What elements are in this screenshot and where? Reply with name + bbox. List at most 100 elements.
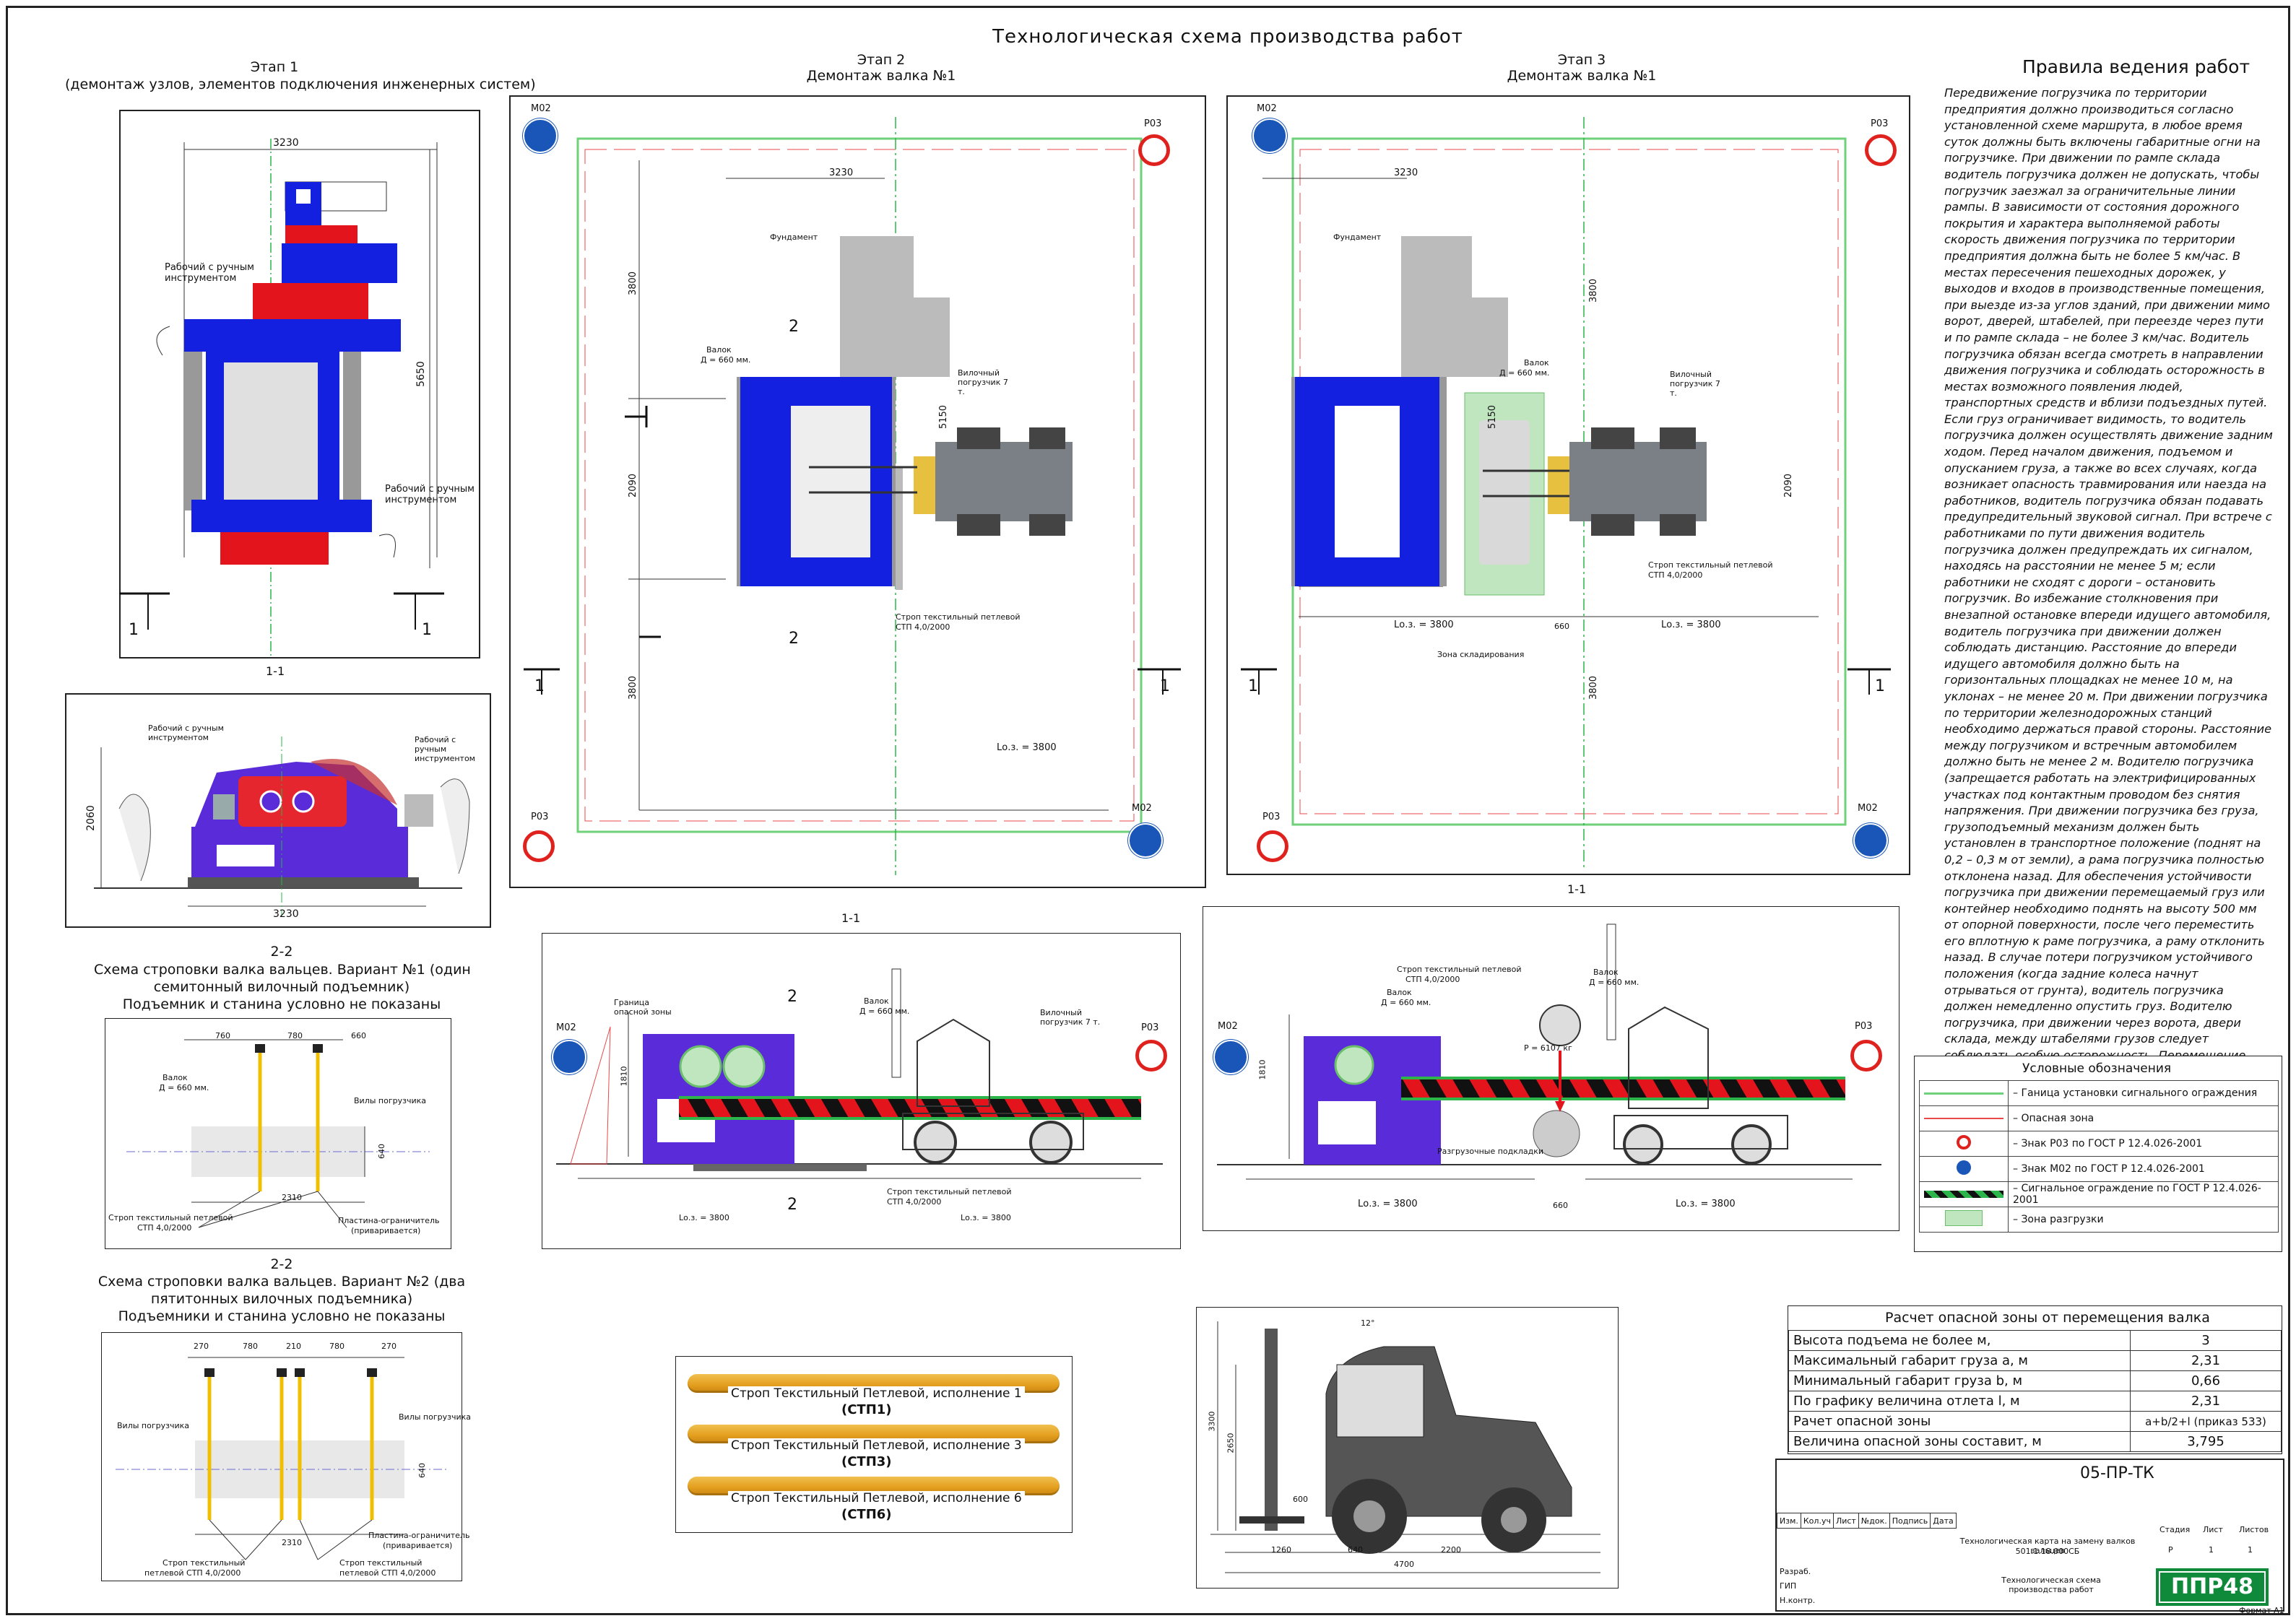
scheme22v2-dim-1: 270: [194, 1342, 209, 1351]
legend-text-signal-fence: – Сигнальное ограждение по ГОСТ Р 12.4.0…: [2008, 1181, 2279, 1207]
calc-label: Минимальный габарит груза b, м: [1788, 1370, 2131, 1391]
calc-title: Расчет опасной зоны от перемещения валка: [1885, 1310, 2210, 1326]
section11-right-sling-top-type: СТП 4,0/2000: [1405, 975, 1460, 984]
legend-text-fence-border: – Ганица установки сигнального ограждени…: [2008, 1080, 2279, 1106]
section11-right-loz-left: Lо.з. = 3800: [1358, 1199, 1418, 1209]
stage1-mark-right: 1: [422, 621, 432, 639]
legend-row-sign-m02: – Знак М02 по ГОСТ Р 12.4.026-2001: [1919, 1156, 2279, 1182]
strap-1-text: Строп Текстильный Петлевой, исполнение 1: [728, 1386, 1025, 1401]
scheme22v1-title3: семитонный вилочный подъемник): [153, 979, 410, 995]
scheme22v1-dim-1: 760: [215, 1031, 230, 1040]
stage3-sling: Строп текстильный петлевой: [1648, 560, 1773, 570]
section11-mid-sign-p03-label: Р03: [1141, 1022, 1159, 1033]
strap-6-code: (СТП6): [841, 1507, 892, 1522]
stage2-dim-left3: 3800: [628, 675, 639, 700]
stamp-sheet-name: Технологическая схема производства работ: [2001, 1576, 2101, 1594]
calc-value: 3: [2130, 1330, 2282, 1351]
section11-right-label: 1-1: [1567, 882, 1587, 896]
legend-row-sign-p03: – Знак Р03 по ГОСТ Р 12.4.026-2001: [1919, 1131, 2279, 1157]
stamp-role-dev: Разраб.: [1780, 1567, 1811, 1576]
legend-title: Условные обозначения: [2022, 1061, 2172, 1076]
calc-table: Высота подъема не более м,3 Максимальный…: [1788, 1330, 2282, 1452]
stage2-roll-d: Д = 660 мм.: [701, 355, 751, 365]
legend-row-danger-zone: – Опасная зона: [1919, 1105, 2279, 1131]
section11-right-roll2-d: Д = 660 мм.: [1589, 978, 1639, 987]
strap-1-code: (СТП1): [841, 1402, 892, 1417]
legend-text-sign-p03: – Знак Р03 по ГОСТ Р 12.4.026-2001: [2008, 1131, 2279, 1157]
scheme22v2-sling-left-type: петлевой СТП 4,0/2000: [144, 1568, 241, 1578]
calc-value: 2,31: [2130, 1391, 2282, 1412]
section11-right-dim-h: 1810: [1257, 1059, 1268, 1080]
scheme22v2-dim-2: 780: [243, 1342, 258, 1351]
stage1-dim-height: 5650: [415, 361, 427, 387]
scheme22v2-dim-3: 210: [286, 1342, 301, 1351]
stage2-mark1-left: 1: [534, 677, 545, 695]
section11-right-drawing: [1217, 924, 1881, 1180]
stage3-roll: Валок: [1524, 358, 1549, 368]
section11-right-dim-660: 660: [1553, 1201, 1568, 1210]
stage3-sign-m02-bottom: [1853, 823, 1888, 858]
stage2-mark2-top: 2: [789, 318, 799, 336]
forklift-dim-lift: 600: [1293, 1495, 1308, 1504]
no-entry-sign-icon: [1957, 1135, 1971, 1150]
scheme22v2-title1: 2-2: [270, 1256, 293, 1272]
stage1-section-label: 1-1: [266, 664, 285, 678]
legend-text-sign-m02: – Знак М02 по ГОСТ Р 12.4.026-2001: [2008, 1156, 2279, 1182]
stage2-sign-m02-label: М02: [531, 103, 551, 114]
stage2-sling: Строп текстильный петлевой: [896, 612, 1021, 622]
stage1-subtitle: (демонтаж узлов, элементов подключения и…: [65, 77, 536, 92]
scheme22v1-roll: Валок: [163, 1073, 188, 1082]
stamp-doc-code: 501.1.18.000СБ: [2015, 1547, 2080, 1556]
legend-row-signal-fence: – Сигнальное ограждение по ГОСТ Р 12.4.0…: [1919, 1181, 2279, 1207]
section11-mid-sling: Строп текстильный петлевой: [887, 1187, 1012, 1196]
section11-right-sign-p03-label: Р03: [1855, 1021, 1873, 1032]
section11-right-sling-top: Строп текстильный петлевой: [1397, 965, 1522, 974]
stage2-dim-loz: Lо.з. = 3800: [997, 742, 1057, 753]
rules-title: Правила ведения работ: [2022, 56, 2250, 77]
section11-mid-loz-right: Lо.з. = 3800: [961, 1213, 1011, 1222]
scheme22v2-sling-right: Строп текстильный: [339, 1558, 423, 1568]
section11-mid-zone-border: Граница опасной зоны: [614, 998, 672, 1017]
scheme22v2-title3: пятитонных вилочных подъемника): [150, 1291, 413, 1307]
stage3-title: Этап 3: [1557, 52, 1606, 68]
stage3-loader: Вилочный погрузчик 7 т.: [1670, 370, 1720, 398]
stage2-loader: Вилочный погрузчик 7 т.: [958, 368, 1008, 396]
stamp-sheet-v: 1: [2209, 1545, 2214, 1555]
scheme22v1-plate: Пластина-ограничитель: [338, 1216, 440, 1225]
section11-mid-mark2-top: 2: [787, 988, 797, 1006]
stage2-mark2-bottom: 2: [789, 630, 799, 648]
scheme22v2-dim-4: 780: [329, 1342, 345, 1351]
section11-right-roll: Валок: [1387, 988, 1412, 997]
scheme22v2-drawing: [116, 1357, 448, 1560]
stage2-sign-m02-bottom-label: М02: [1132, 803, 1152, 814]
stage3-foundation: Фундамент: [1333, 232, 1382, 242]
stamp-col: №док.: [1858, 1513, 1890, 1529]
stamp-cols-table: Изм. Кол.уч Лист №док. Подпись Дата: [1777, 1513, 1957, 1529]
stage2-roll: Валок: [706, 345, 732, 355]
stage2-subtitle: Демонтаж валка №1: [806, 68, 956, 84]
stage3-dim-left: 3800: [1588, 278, 1600, 303]
calc-label: Рачет опасной зоны: [1788, 1411, 2131, 1432]
stage1-worker-left: Рабочий с ручным инструментом: [165, 262, 254, 284]
strap-3-text: Строп Текстильный Петлевой, исполнение 3: [728, 1438, 1025, 1453]
scheme22v1-dim-len: 2310: [282, 1193, 302, 1202]
scheme22v1-title2: Схема строповки валка вальцев. Вариант №…: [94, 962, 471, 978]
scheme22v1-sling: Строп текстильный петлевой: [108, 1213, 233, 1222]
scheme22v2-dim-len: 2310: [282, 1538, 302, 1547]
scheme22v1-title1: 2-2: [270, 944, 293, 960]
scheme22v1-drawing: [126, 1039, 430, 1228]
scheme22v1-sling-type: СТП 4,0/2000: [137, 1223, 192, 1233]
section11-right-pads: Разгрузочные подкладки: [1437, 1147, 1544, 1156]
stage3-sign-p03-bottom: [1257, 830, 1288, 862]
forklift-dim-total: 4700: [1394, 1560, 1414, 1569]
stage2-drawing: [524, 117, 1181, 875]
stage2-foundation: Фундамент: [770, 232, 818, 242]
scheme22v2-title4: Подъемники и станина условно не показаны: [118, 1308, 446, 1324]
scheme22v1-dim-2: 780: [287, 1031, 303, 1040]
stage3-dim-660: 660: [1554, 622, 1569, 631]
section11-left-dim-height: 2060: [85, 805, 97, 831]
stamp-format: Формат А1: [2239, 1606, 2284, 1615]
stamp-col: Дата: [1930, 1513, 1957, 1529]
